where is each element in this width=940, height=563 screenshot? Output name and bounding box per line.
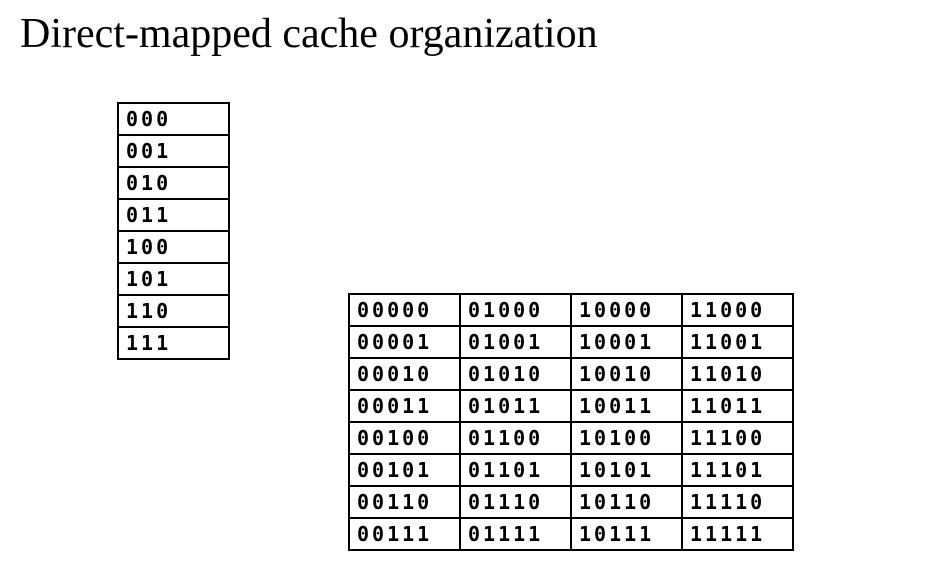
cache-set-row: 001 — [117, 134, 230, 168]
memory-block-cell: 00101 — [348, 453, 461, 487]
memory-block-row: 00011 01011 10011 11011 — [348, 389, 794, 423]
memory-block-cell: 01110 — [459, 485, 572, 519]
memory-block-cell: 10101 — [570, 453, 683, 487]
cache-set-row: 100 — [117, 230, 230, 264]
cache-set-cell: 101 — [117, 262, 230, 296]
memory-block-cell: 00010 — [348, 357, 461, 391]
memory-block-cell: 11010 — [681, 357, 794, 391]
cache-set-row: 011 — [117, 198, 230, 232]
memory-block-cell: 00111 — [348, 517, 461, 551]
memory-block-cell: 11001 — [681, 325, 794, 359]
memory-block-cell: 11011 — [681, 389, 794, 423]
cache-set-row: 000 — [117, 102, 230, 136]
memory-block-cell: 01001 — [459, 325, 572, 359]
cache-set-cell: 000 — [117, 102, 230, 136]
memory-block-row: 00000 01000 10000 11000 — [348, 293, 794, 327]
memory-block-cell: 10010 — [570, 357, 683, 391]
memory-block-table: 00000 01000 10000 11000 00001 01001 1000… — [348, 293, 794, 551]
cache-set-cell: 001 — [117, 134, 230, 168]
memory-block-table-body: 00000 01000 10000 11000 00001 01001 1000… — [348, 293, 794, 551]
memory-block-cell: 11101 — [681, 453, 794, 487]
memory-block-cell: 11111 — [681, 517, 794, 551]
memory-block-cell: 01010 — [459, 357, 572, 391]
memory-block-cell: 00001 — [348, 325, 461, 359]
memory-block-cell: 00100 — [348, 421, 461, 455]
memory-block-cell: 11110 — [681, 485, 794, 519]
cache-set-cell: 100 — [117, 230, 230, 264]
memory-block-cell: 01111 — [459, 517, 572, 551]
memory-block-cell: 11100 — [681, 421, 794, 455]
memory-block-cell: 10011 — [570, 389, 683, 423]
cache-set-row: 010 — [117, 166, 230, 200]
cache-set-row: 111 — [117, 326, 230, 360]
memory-block-cell: 00000 — [348, 293, 461, 327]
memory-block-cell: 10100 — [570, 421, 683, 455]
memory-block-row: 00110 01110 10110 11110 — [348, 485, 794, 519]
memory-block-row: 00101 01101 10101 11101 — [348, 453, 794, 487]
memory-block-row: 00111 01111 10111 11111 — [348, 517, 794, 551]
memory-block-cell: 10111 — [570, 517, 683, 551]
memory-block-cell: 11000 — [681, 293, 794, 327]
cache-set-table-body: 000 001 010 011 100 101 110 111 — [117, 102, 230, 360]
memory-block-cell: 10001 — [570, 325, 683, 359]
memory-block-cell: 10000 — [570, 293, 683, 327]
memory-block-row: 00001 01001 10001 11001 — [348, 325, 794, 359]
cache-set-cell: 111 — [117, 326, 230, 360]
memory-block-row: 00100 01100 10100 11100 — [348, 421, 794, 455]
cache-set-row: 101 — [117, 262, 230, 296]
memory-block-cell: 00011 — [348, 389, 461, 423]
cache-set-cell: 110 — [117, 294, 230, 328]
memory-block-row: 00010 01010 10010 11010 — [348, 357, 794, 391]
cache-set-cell: 010 — [117, 166, 230, 200]
memory-block-cell: 01100 — [459, 421, 572, 455]
slide-title: Direct-mapped cache organization — [20, 11, 598, 57]
memory-block-cell: 00110 — [348, 485, 461, 519]
memory-block-cell: 01011 — [459, 389, 572, 423]
cache-set-row: 110 — [117, 294, 230, 328]
memory-block-cell: 10110 — [570, 485, 683, 519]
cache-set-table: 000 001 010 011 100 101 110 111 — [117, 102, 230, 360]
memory-block-cell: 01101 — [459, 453, 572, 487]
memory-block-cell: 01000 — [459, 293, 572, 327]
cache-set-cell: 011 — [117, 198, 230, 232]
